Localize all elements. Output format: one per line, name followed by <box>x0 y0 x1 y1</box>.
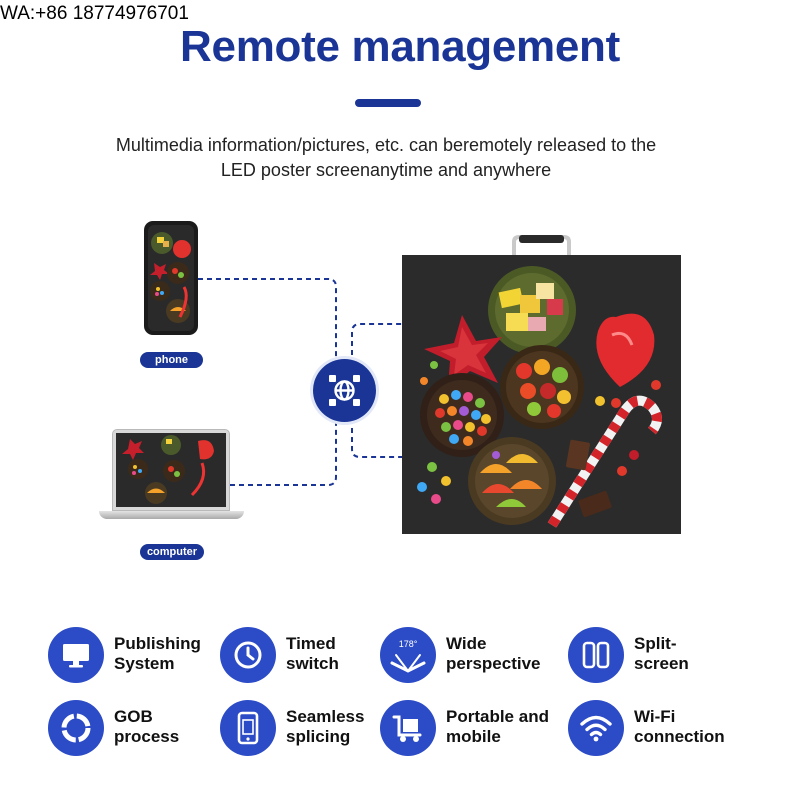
feature-split-screen: Split-screen <box>568 627 748 689</box>
screen-handle <box>512 235 571 256</box>
feature-label: Split-screen <box>634 634 689 673</box>
phone-label: phone <box>140 352 203 368</box>
page-subtitle: Multimedia information/pictures, etc. ca… <box>60 133 712 183</box>
gob-circle-icon <box>48 700 104 756</box>
clock-icon <box>220 627 276 683</box>
wifi-icon <box>568 700 624 756</box>
phone-device <box>144 221 198 335</box>
cart-icon <box>380 700 436 756</box>
subtitle-line-1: Multimedia information/pictures, etc. ca… <box>115 135 657 155</box>
network-hub-icon <box>313 359 376 422</box>
title-underline <box>355 99 421 107</box>
led-poster-screen <box>402 255 681 534</box>
contact-number: WA:+86 18774976701 <box>0 3 189 24</box>
computer-label: computer <box>140 544 204 560</box>
phone-splice-icon <box>220 700 276 756</box>
angle-badge: 178° <box>399 639 418 649</box>
laptop-device <box>112 429 230 511</box>
laptop-base <box>99 511 244 519</box>
angle-icon: 178° <box>380 627 436 683</box>
page-title: Remote management <box>180 22 620 71</box>
split-screen-icon <box>568 627 624 683</box>
subtitle-line-2: LED poster screenanytime and anywhere <box>220 160 552 180</box>
phone-screen-image <box>148 225 194 331</box>
monitor-icon <box>48 627 104 683</box>
laptop-screen-image <box>116 433 226 507</box>
